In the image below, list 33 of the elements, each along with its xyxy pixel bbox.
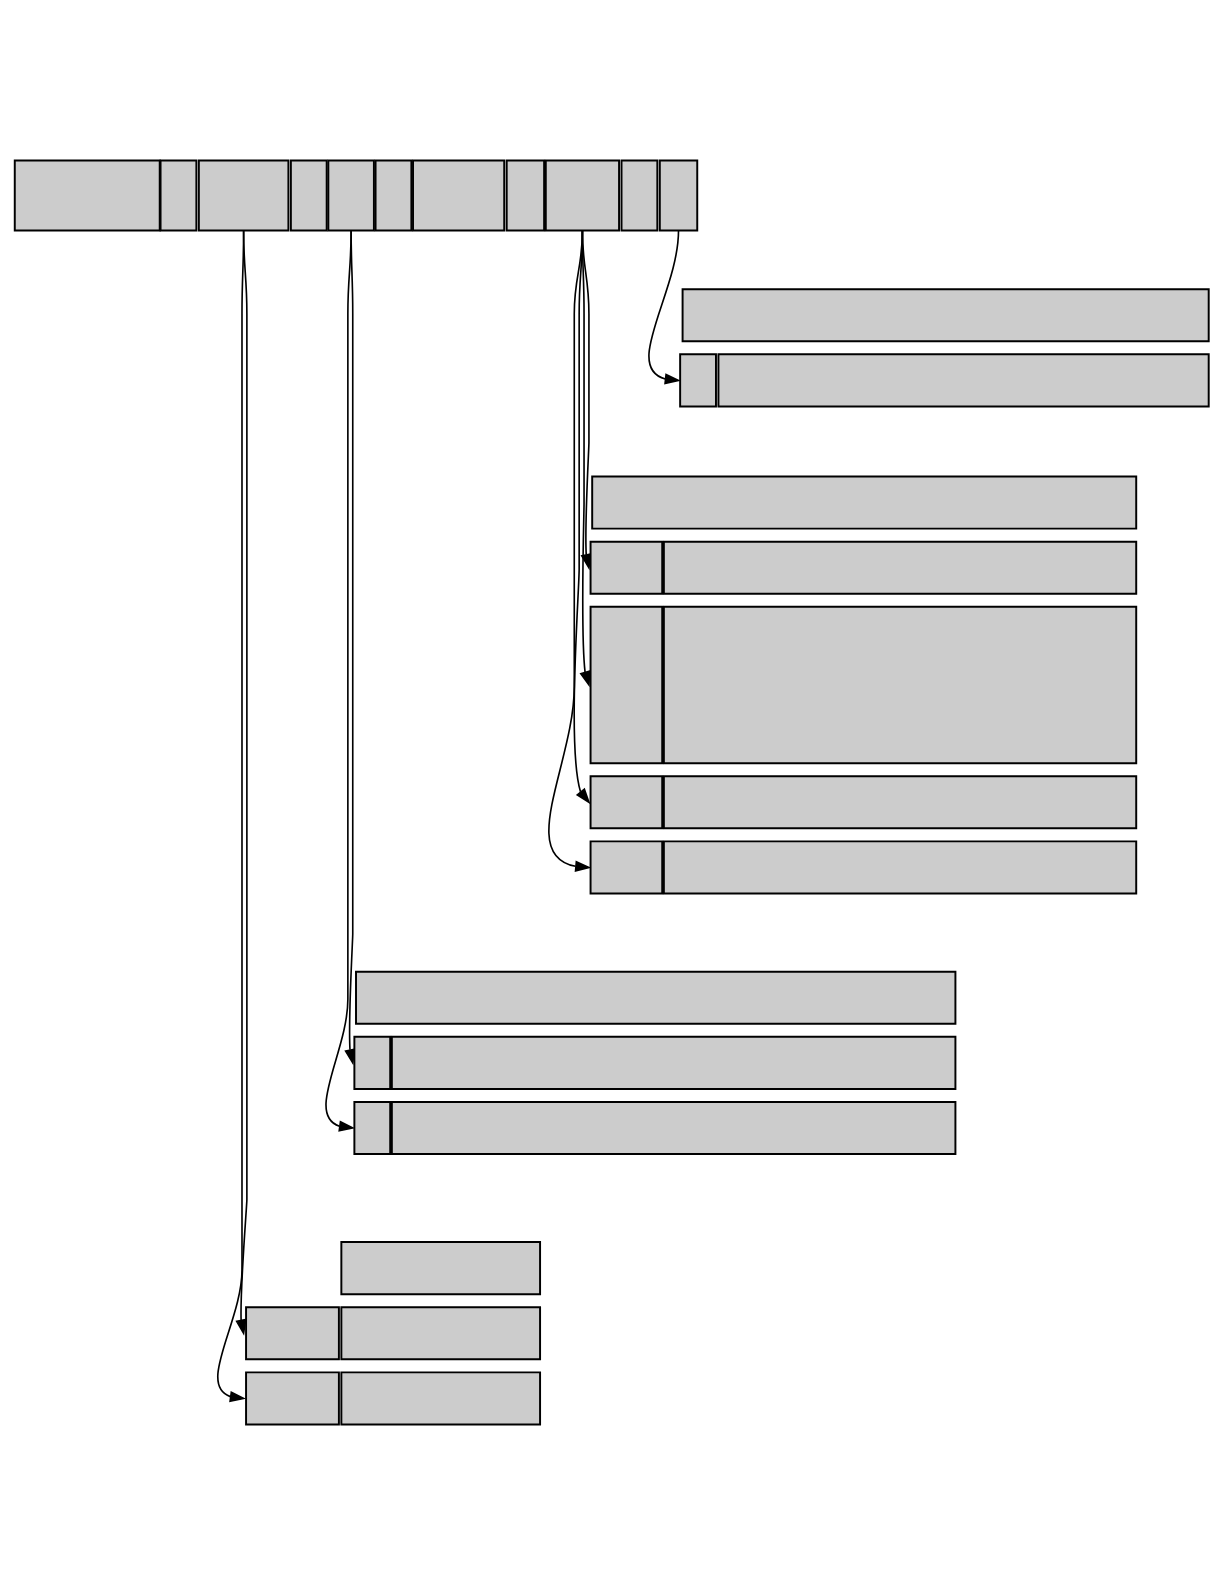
- node-box: [340, 1241, 542, 1296]
- node-box: [13, 159, 161, 232]
- node-box: [717, 353, 1210, 408]
- node-box: [662, 840, 1138, 895]
- node-box: [355, 970, 957, 1025]
- node-box: [340, 1371, 542, 1426]
- node-box: [679, 353, 717, 408]
- node-box: [662, 540, 1138, 595]
- node-box: [353, 1101, 392, 1156]
- node-box: [390, 1035, 957, 1090]
- node-box: [658, 159, 699, 232]
- node-box: [327, 159, 375, 232]
- node-box: [245, 1371, 340, 1426]
- node-box: [662, 775, 1138, 830]
- node-box: [620, 159, 659, 232]
- node-box: [681, 288, 1210, 343]
- node-box: [374, 159, 413, 232]
- node-box: [505, 159, 546, 232]
- node-box: [245, 1306, 340, 1361]
- node-box: [340, 1306, 542, 1361]
- node-box: [390, 1101, 957, 1156]
- node-box: [412, 159, 506, 232]
- node-box: [589, 540, 664, 595]
- node-box: [591, 475, 1138, 530]
- node-box: [589, 605, 664, 765]
- node-box: [589, 775, 664, 830]
- node-box: [159, 159, 198, 232]
- node-box: [197, 159, 290, 232]
- node-box: [589, 840, 664, 895]
- node-box: [289, 159, 328, 232]
- node-box: [662, 605, 1138, 765]
- node-box: [544, 159, 621, 232]
- node-box: [353, 1035, 392, 1090]
